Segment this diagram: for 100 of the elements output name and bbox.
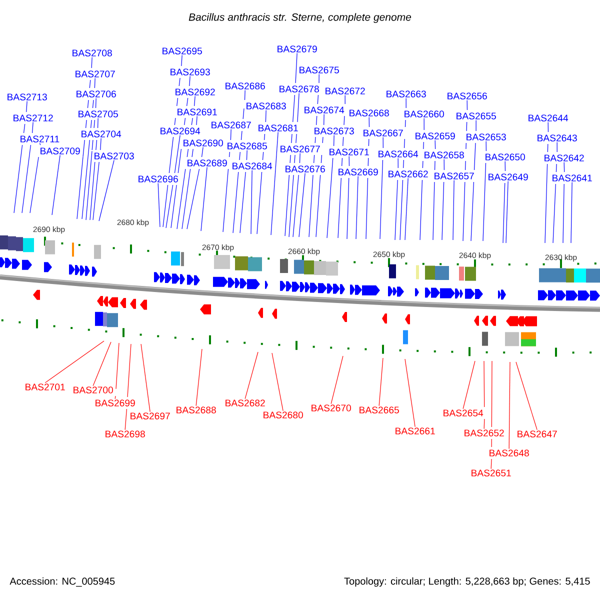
leader-line: [292, 152, 300, 238]
leader-line: [432, 140, 436, 240]
gene-label: BAS2665: [360, 406, 399, 414]
leader-line: [442, 158, 444, 240]
leader-line: [506, 180, 508, 244]
gene-label: BAS2660: [404, 110, 444, 118]
leader-line: [502, 160, 506, 244]
gene-label: BAS2661: [396, 428, 435, 434]
gene-label: BAS2644: [528, 114, 568, 122]
leader-line: [162, 54, 182, 228]
leader-line: [52, 154, 60, 216]
gene-label: BAS2692: [176, 88, 215, 96]
leader-line: [250, 170, 252, 234]
leader-line: [544, 122, 549, 244]
leader-line: [452, 180, 454, 240]
gene-label: BAS2650: [486, 154, 525, 160]
leader-line: [338, 94, 346, 238]
gene-label: BAS2706: [76, 90, 116, 98]
gene-label: BAS2680: [264, 412, 303, 418]
gene-label: BAS2708: [72, 50, 112, 56]
gene-label: BAS2677: [280, 146, 320, 152]
gene-label: BAS2667: [364, 130, 403, 136]
gene-label: BAS2663: [386, 90, 426, 98]
gene-label: BAS2711: [20, 136, 60, 142]
gene-label: BAS2686: [226, 82, 265, 90]
leader-line: [158, 182, 160, 228]
leader-line: [30, 142, 41, 214]
gene-label: BAS2713: [8, 94, 47, 100]
leader-line: [470, 120, 476, 242]
leader-line: [346, 156, 350, 240]
gene-label: BAS2651: [472, 470, 511, 476]
gene-label: BAS2658: [424, 152, 464, 158]
leader-line: [170, 76, 190, 228]
leader-line: [140, 344, 150, 412]
gene-label: BAS2707: [76, 70, 115, 78]
leader-line: [82, 78, 96, 220]
leader-line: [420, 118, 424, 240]
gene-label: BAS2654: [444, 410, 484, 416]
gene-label: BAS2679: [278, 46, 317, 52]
gene-label: BAS2704: [82, 130, 122, 138]
gene-label: BAS2642: [544, 154, 584, 162]
leader-line: [570, 182, 572, 244]
gene-label: BAS2657: [434, 172, 474, 180]
leader-line: [176, 96, 196, 230]
footer-text: Accession: NC_005945: [10, 577, 115, 587]
leader-line: [552, 142, 558, 244]
gene-label: BAS2668: [350, 110, 389, 116]
leader-line: [196, 348, 202, 406]
footer-text: Topology: circular; Length: 5,228,663 bp; Genes: 5,415: [344, 577, 590, 587]
gene-label: BAS2676: [286, 166, 325, 172]
gene-label: BAS2690: [184, 140, 223, 146]
gene-label: BAS2698: [106, 430, 145, 438]
gene-label: BAS2712: [14, 114, 53, 122]
gene-label: BAS2656: [448, 92, 487, 100]
gene-label: BAS2700: [74, 386, 113, 394]
leader-line: [484, 360, 485, 430]
leader-line: [14, 100, 28, 214]
leader-line: [22, 122, 34, 214]
leader-line: [92, 138, 102, 220]
gene-label: BAS2703: [94, 152, 134, 160]
gene-label: BAS2705: [78, 110, 118, 118]
gene-label: BAS2691: [178, 108, 217, 116]
gene-label: BAS2670: [312, 404, 351, 412]
gene-label: BAS2675: [300, 66, 339, 74]
gene-label: BAS2649: [488, 174, 528, 180]
gene-label: BAS2684: [232, 162, 272, 170]
leader-line: [482, 140, 486, 242]
gene-label: BAS2659: [416, 132, 455, 140]
gene-label: BAS2674: [304, 106, 344, 114]
leader-line: [92, 342, 112, 386]
gene-label: BAS2694: [160, 128, 200, 134]
gene-label: BAS2682: [226, 400, 265, 406]
leader-line: [166, 134, 180, 228]
gene-label: BAS2681: [258, 124, 298, 132]
leader-line: [124, 344, 132, 430]
gene-label: BAS2687: [212, 122, 251, 128]
leader-line: [232, 90, 246, 234]
leader-line: [508, 362, 510, 450]
title: Bacillus anthracis str. Sterne, complete genome: [188, 13, 412, 23]
gene-label: BAS2653: [466, 134, 506, 140]
leader-line: [516, 362, 538, 430]
leader-line: [400, 98, 406, 240]
leader-line: [462, 100, 468, 242]
leader-line: [90, 118, 98, 220]
leader-line: [366, 116, 370, 240]
leader-line: [240, 150, 248, 234]
gene-label: BAS2697: [130, 412, 170, 420]
gene-label: BAS2693: [170, 68, 210, 76]
leader-line: [186, 146, 204, 230]
gene-label: BAS2647: [518, 430, 557, 438]
leader-line: [404, 358, 416, 428]
leader-line: [316, 114, 324, 238]
gene-label: BAS2672: [326, 88, 365, 94]
gene-label: BAS2643: [538, 134, 577, 142]
gene-label: BAS2652: [464, 430, 504, 436]
gene-label: BAS2699: [96, 400, 135, 406]
gene-label: BAS2688: [176, 406, 216, 414]
leader-line: [462, 360, 476, 410]
leader-line: [200, 166, 208, 232]
gene-label: BAS2669: [338, 168, 378, 176]
